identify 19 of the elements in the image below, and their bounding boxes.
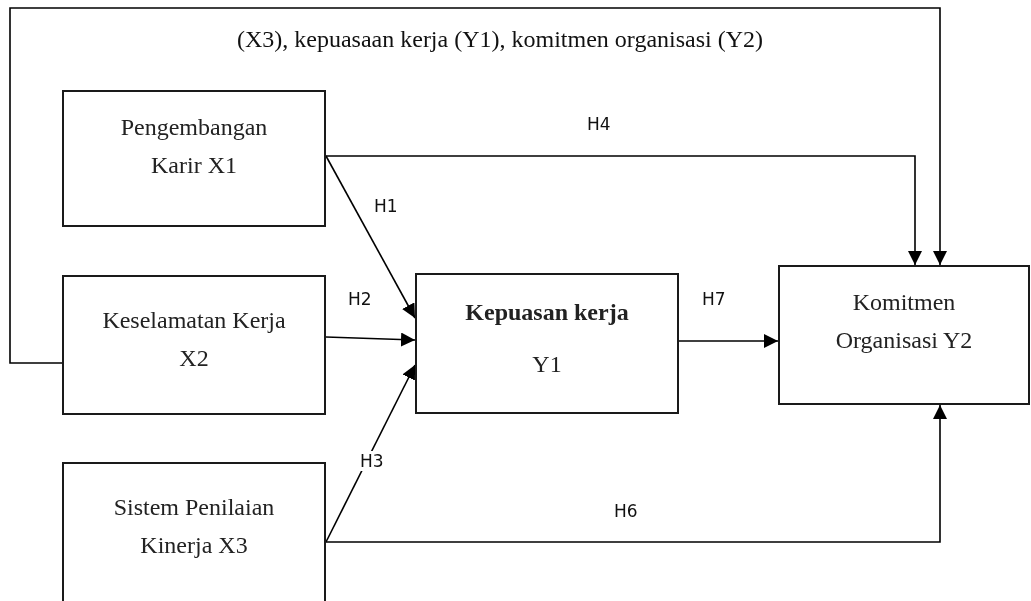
variable-label: Komitmen Organisasi Y2 <box>834 288 974 356</box>
arrow <box>678 334 779 348</box>
variable-label: Kepuasan kerja <box>465 298 629 327</box>
arrow <box>325 364 416 543</box>
variable-label: Y1 <box>532 350 562 380</box>
edge-label: H3 <box>358 451 386 471</box>
arrow <box>9 7 947 364</box>
variable-box <box>62 275 326 415</box>
variable-box <box>62 462 326 601</box>
variable-label: Sistem Penilaian Kinerja X3 <box>112 493 276 561</box>
variable-box <box>778 265 1030 405</box>
arrow <box>325 155 922 266</box>
variable-label: Pengembangan Karir X1 <box>119 113 269 181</box>
arrow <box>325 155 416 319</box>
variable-box <box>62 90 326 227</box>
variable-box <box>415 273 679 414</box>
variable-label: Keselamatan Kerja X2 <box>101 306 287 374</box>
arrow <box>325 404 947 543</box>
arrow <box>325 332 416 347</box>
